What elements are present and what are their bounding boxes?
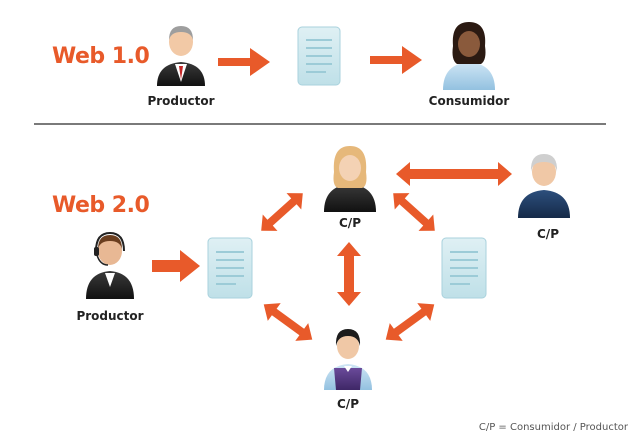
web1-consumer-label: Consumidor: [428, 94, 510, 108]
double-arrow: [393, 193, 435, 231]
elder-person-icon: [518, 154, 570, 218]
young-man-icon: [324, 329, 372, 390]
web1-title: Web 1.0: [52, 44, 150, 69]
web2-producer-label: Productor: [76, 309, 144, 323]
woman-icon: [324, 146, 376, 212]
double-arrow: [385, 303, 435, 341]
web2-title: Web 2.0: [52, 193, 150, 218]
double-arrow: [337, 242, 361, 306]
node-label-bottom: C/P: [337, 397, 359, 411]
flow-arrow: [152, 250, 200, 282]
legend-note: C/P = Consumidor / Productor: [478, 422, 628, 433]
node-label-right: C/P: [537, 227, 559, 241]
headset-person-icon: [86, 231, 134, 299]
document-icon: [207, 237, 253, 299]
flow-arrow: [370, 46, 422, 74]
double-arrow: [396, 162, 512, 186]
woman-icon: [443, 22, 495, 90]
node-label-top: C/P: [339, 216, 361, 230]
double-arrow: [263, 303, 313, 341]
flow-arrow: [218, 48, 270, 76]
businessman-icon: [157, 26, 205, 86]
document-icon: [297, 26, 341, 86]
double-arrow: [261, 193, 303, 231]
bidirectional-arrows: [261, 162, 512, 341]
web1-producer-label: Productor: [147, 94, 215, 108]
document-icon: [441, 237, 487, 299]
